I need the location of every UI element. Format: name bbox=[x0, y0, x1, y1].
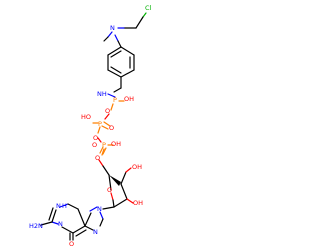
bond-c3-oh bbox=[125, 167, 132, 173]
bond-c6-n1 bbox=[61, 226, 74, 234]
p3-hydroxyl-label: OH bbox=[111, 140, 121, 148]
bond-p-o-double bbox=[102, 147, 107, 155]
amine-nitrogen-label: N bbox=[110, 24, 115, 32]
bond-n1-c2 bbox=[51, 221, 59, 225]
hydroxyl-3-label: OH bbox=[132, 163, 142, 171]
bond-o-c1 bbox=[110, 192, 114, 201]
bond-c4-c5 bbox=[84, 212, 92, 227]
phosphorus-3-label: P bbox=[102, 141, 106, 149]
bond-c5-c6-double bbox=[75, 229, 87, 237]
bond-n-aryl bbox=[114, 34, 119, 42]
ring-double-bond bbox=[110, 50, 122, 58]
amino-group-label: H2N bbox=[29, 222, 43, 230]
bond-o-p bbox=[97, 137, 102, 143]
wedge-bond bbox=[109, 175, 121, 186]
bond-c4-c4a bbox=[67, 203, 79, 210]
bond-c2-nh2 bbox=[40, 221, 53, 226]
bond-c3-c2 bbox=[120, 183, 128, 200]
bond-methyl bbox=[103, 36, 109, 42]
phosphorus-2-label: P bbox=[98, 120, 102, 128]
triphosphate-chain bbox=[92, 93, 125, 156]
bridge-oxygen-2-label: O bbox=[93, 134, 98, 142]
p3-double-oxygen-label: O bbox=[92, 141, 97, 149]
p2-double-oxygen-label: O bbox=[109, 124, 114, 132]
n7-label: N bbox=[93, 228, 98, 236]
phosphorus-1-label: P bbox=[113, 96, 117, 104]
benzene-ring bbox=[107, 46, 135, 93]
ring-double-bond bbox=[110, 66, 122, 74]
bond-n9-c4 bbox=[89, 206, 98, 212]
bond-c4-o bbox=[108, 174, 112, 191]
bond-n9-c8 bbox=[99, 211, 104, 220]
ring-oxygen-label: O bbox=[107, 186, 112, 194]
bond-p-o-ester bbox=[101, 148, 105, 156]
bond-c2-oh bbox=[126, 198, 134, 204]
bond-fused bbox=[77, 208, 86, 227]
molecule-structure-diagram: Cl N NH P OH O P HO O O P O OH O O OH OH… bbox=[29, 4, 152, 248]
bond-p-o bbox=[97, 126, 101, 134]
ring-bond bbox=[107, 46, 122, 56]
bond-c3-c2 bbox=[120, 171, 127, 185]
ring-bond bbox=[120, 69, 135, 78]
bond-n3-c4 bbox=[59, 203, 69, 208]
atom-labels: Cl N NH P OH O P HO O O P O OH O O OH OH… bbox=[29, 4, 152, 248]
bond-c1-n9 bbox=[102, 206, 115, 210]
bond-n-p bbox=[107, 93, 116, 98]
bond-ch2-c4 bbox=[102, 165, 110, 176]
bond-c8-n7 bbox=[99, 218, 104, 227]
ring-bond bbox=[120, 46, 135, 56]
amide-nh-label: NH bbox=[97, 90, 107, 98]
bond-c-c bbox=[135, 16, 144, 29]
ester-oxygen-label: O bbox=[95, 154, 100, 162]
bond-ch2-n bbox=[113, 87, 122, 93]
bond-o-p bbox=[104, 113, 110, 120]
bond-p-o bbox=[110, 103, 114, 111]
n9-label: N bbox=[97, 205, 102, 213]
bond-o-ch2 bbox=[98, 159, 104, 167]
bond-p-o-double bbox=[103, 121, 111, 127]
bond-c5-n7 bbox=[84, 225, 94, 231]
chlorine-label: Cl bbox=[145, 4, 152, 12]
n3-label: N bbox=[56, 202, 61, 210]
bond-n-aryl bbox=[117, 40, 122, 48]
bridge-oxygen-1-label: O bbox=[105, 107, 110, 115]
ribose-ring bbox=[98, 159, 134, 210]
bond-c2-n3-double bbox=[48, 207, 54, 221]
carbonyl-oxygen-label: O bbox=[69, 240, 74, 248]
n3-hydrogen-label: H bbox=[62, 202, 67, 210]
bond-p-o-double bbox=[99, 146, 104, 154]
ring-bond bbox=[107, 69, 122, 78]
bond-n-methyl bbox=[107, 31, 113, 38]
n1-label: N bbox=[58, 220, 63, 228]
bond-o-c1 bbox=[112, 199, 115, 208]
chloroethyl-chain bbox=[103, 12, 147, 48]
p1-hydroxyl-label: OH bbox=[124, 95, 134, 103]
bond-c2-c1 bbox=[113, 198, 128, 208]
hydroxyl-2-label: OH bbox=[133, 199, 143, 207]
bond-p-o-double bbox=[101, 125, 109, 130]
bond-c2-n3 bbox=[51, 209, 57, 223]
bond-c5-c6 bbox=[72, 225, 86, 234]
p2-hydroxyl-label: HO bbox=[81, 113, 91, 121]
bond-cl-c bbox=[142, 12, 147, 18]
guanine-base bbox=[40, 203, 104, 241]
